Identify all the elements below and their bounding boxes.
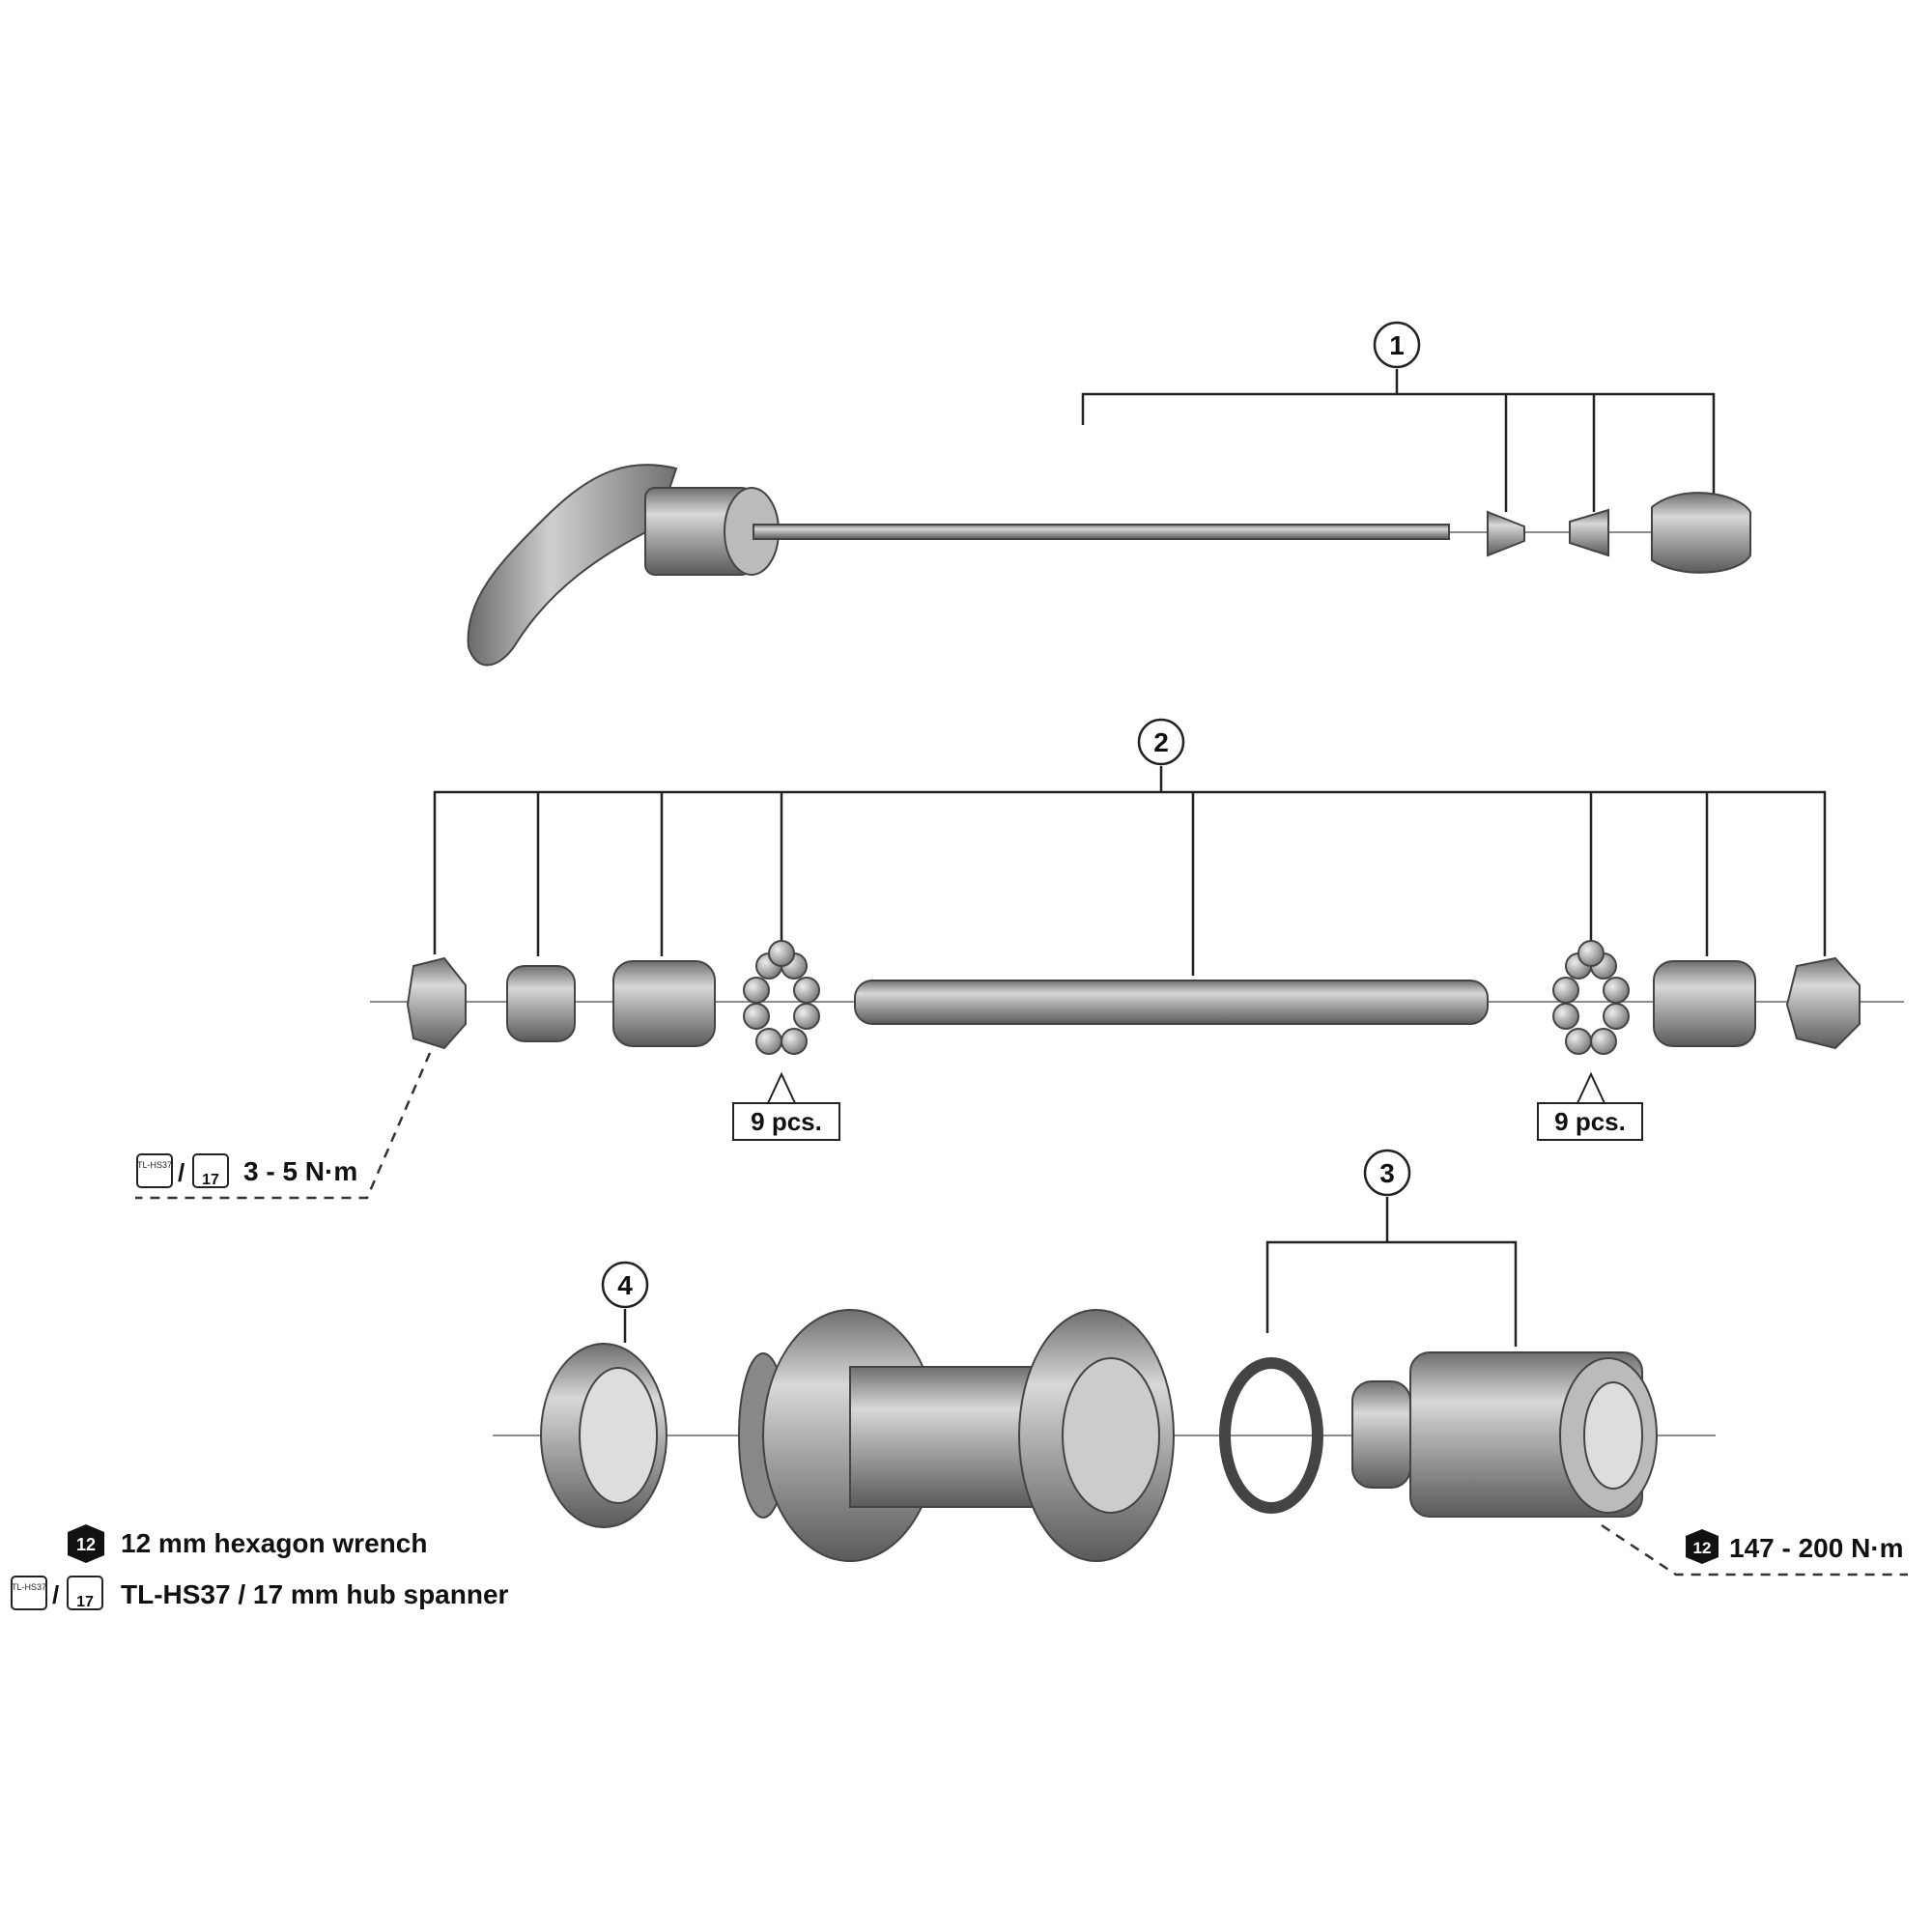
svg-text:12: 12 bbox=[76, 1535, 96, 1554]
svg-text:/: / bbox=[52, 1580, 59, 1609]
callout-1: 1 bbox=[1373, 321, 1421, 369]
hex-wrench-icon bbox=[68, 1524, 104, 1563]
lock-nut-left bbox=[406, 956, 467, 1050]
cone-right bbox=[1653, 960, 1756, 1047]
qty-label-left: 9 pcs. bbox=[732, 1071, 840, 1141]
svg-text:9 pcs.: 9 pcs. bbox=[751, 1107, 822, 1136]
tool-legend: 12 12 mm hexagon wrench TL-HS37 / 17 TL-… bbox=[11, 1524, 509, 1610]
callout-2: 2 bbox=[1137, 718, 1185, 766]
freehub-body bbox=[1351, 1380, 1411, 1489]
lock-nut-right bbox=[1785, 956, 1861, 1050]
svg-text:TL-HS37 / 17 mm hub spanner: TL-HS37 / 17 mm hub spanner bbox=[121, 1579, 509, 1609]
hub-axle-assembly bbox=[406, 940, 1861, 1055]
svg-text:147 - 200 N·m: 147 - 200 N·m bbox=[1729, 1533, 1904, 1563]
qr-rod bbox=[753, 524, 1450, 540]
svg-text:17: 17 bbox=[76, 1594, 94, 1610]
tl-tool-icon bbox=[11, 1576, 47, 1610]
qr-lever bbox=[467, 464, 678, 667]
svg-text:4: 4 bbox=[617, 1270, 633, 1300]
balls-left bbox=[743, 940, 820, 1055]
qr-spring-1 bbox=[1487, 510, 1525, 557]
svg-text:2: 2 bbox=[1153, 727, 1169, 757]
spacer-left bbox=[506, 965, 576, 1042]
qr-adjusting-nut bbox=[1651, 492, 1751, 574]
tl-tool-icon bbox=[136, 1153, 173, 1188]
torque-freehub: 12 147 - 200 N·m bbox=[1686, 1529, 1904, 1564]
torque-locknut: TL-HS37 / 17 3 - 5 N·m bbox=[136, 1153, 357, 1188]
leader-lines bbox=[433, 369, 1827, 1347]
hub-axle bbox=[854, 980, 1489, 1025]
svg-text:/: / bbox=[178, 1158, 185, 1187]
svg-text:TL-HS37: TL-HS37 bbox=[12, 1582, 46, 1592]
svg-text:TL-HS37: TL-HS37 bbox=[137, 1160, 172, 1170]
callout-4: 4 bbox=[601, 1261, 649, 1309]
svg-text:12: 12 bbox=[1693, 1539, 1712, 1557]
spanner-icon bbox=[67, 1576, 103, 1610]
quick-release-skewer bbox=[467, 464, 1751, 667]
cone-left bbox=[612, 960, 716, 1047]
hex-wrench-icon bbox=[1686, 1529, 1719, 1564]
callout-3: 3 bbox=[1363, 1149, 1411, 1197]
svg-text:3: 3 bbox=[1379, 1158, 1395, 1188]
qty-label-right: 9 pcs. bbox=[1537, 1071, 1643, 1141]
hub-body-assembly bbox=[540, 1309, 1658, 1562]
svg-text:9 pcs.: 9 pcs. bbox=[1554, 1107, 1626, 1136]
svg-text:17: 17 bbox=[202, 1172, 219, 1188]
svg-text:12 mm hexagon wrench: 12 mm hexagon wrench bbox=[121, 1528, 427, 1558]
hub-shell bbox=[849, 1366, 1044, 1508]
svg-text:1: 1 bbox=[1389, 330, 1405, 360]
svg-text:3 - 5 N·m: 3 - 5 N·m bbox=[243, 1156, 357, 1186]
torque-leaders bbox=[135, 1052, 1908, 1577]
spanner-icon bbox=[192, 1153, 229, 1188]
qr-spring-2 bbox=[1569, 508, 1609, 557]
balls-right bbox=[1552, 940, 1630, 1055]
freehub-spacer bbox=[1219, 1357, 1323, 1514]
